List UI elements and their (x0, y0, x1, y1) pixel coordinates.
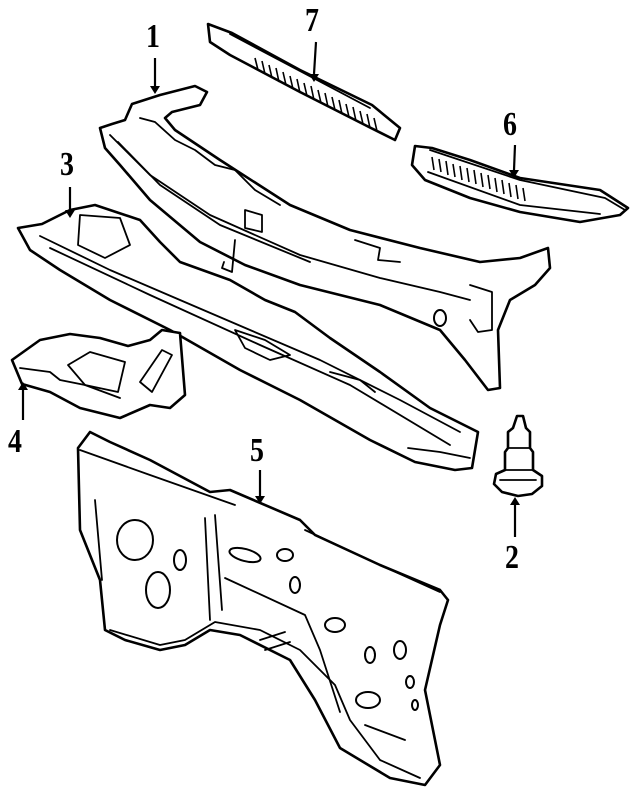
part-7-cowl-grille-left[interactable] (206, 22, 402, 142)
part-2-clip-fastener[interactable] (492, 414, 544, 498)
part-4-bracket[interactable] (10, 328, 187, 420)
part-5-dash-panel[interactable] (76, 430, 450, 787)
part-6-cowl-grille-right[interactable] (410, 144, 630, 224)
callout-2: 2 (505, 539, 519, 576)
callout-6: 6 (503, 106, 517, 143)
part-1-cowl-panel-upper[interactable] (98, 84, 552, 392)
callout-3: 3 (60, 146, 74, 183)
part-3-cowl-panel-lower[interactable] (16, 203, 480, 472)
callout-5: 5 (250, 432, 264, 469)
leader-lines (18, 41, 520, 537)
callout-4: 4 (8, 423, 22, 460)
callout-7: 7 (305, 2, 319, 39)
callout-1: 1 (146, 18, 160, 55)
